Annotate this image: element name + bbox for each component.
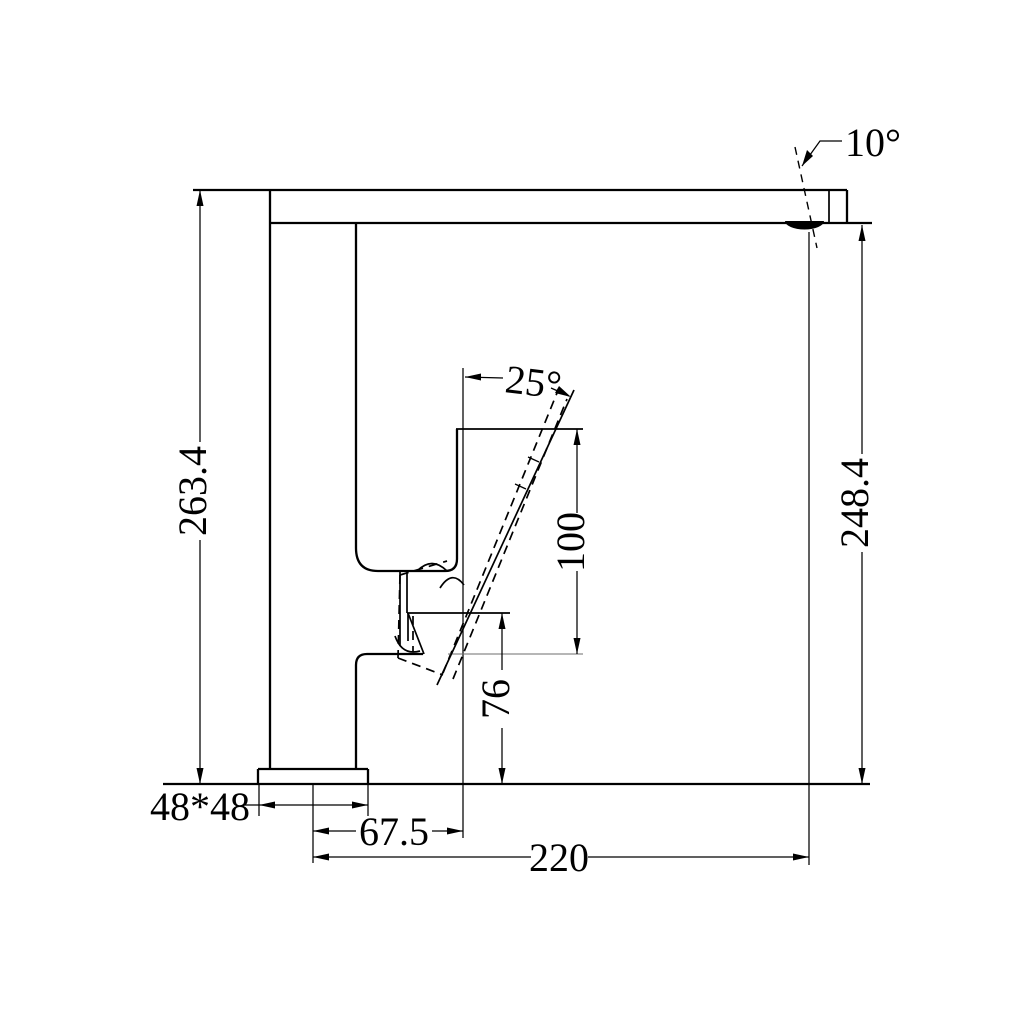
dim-spout-angle: 10° <box>801 120 901 167</box>
base-plate <box>256 767 370 783</box>
dim-base-size: 48*48 <box>150 784 368 829</box>
handle-swing-arc <box>394 635 421 653</box>
aerator-outlet <box>785 221 825 230</box>
arrowhead-leader <box>802 150 813 166</box>
lever-dashed-edge-2 <box>452 398 568 680</box>
arrowhead-left <box>259 801 275 809</box>
dim-spout-reach-label: 220 <box>529 835 589 880</box>
dim-handle-length: 100 <box>548 429 593 654</box>
dim-base-size-label: 48*48 <box>150 784 250 829</box>
lever-dashed-edge-1 <box>442 392 558 674</box>
hidden-lines <box>397 146 818 680</box>
arrowhead-down <box>858 768 866 784</box>
extension-lines <box>258 232 810 865</box>
dim-handle-angle-label: 25° <box>503 356 564 407</box>
arrowhead-right <box>793 853 809 861</box>
arrowhead-right <box>352 801 368 809</box>
arrowhead-up <box>498 613 506 629</box>
body-right-edge <box>354 223 459 573</box>
arrowhead-up <box>573 429 581 445</box>
dim-outlet-height-label: 248.4 <box>832 458 877 548</box>
arrowhead-down <box>196 768 204 784</box>
dim-spout-reach: 220 <box>313 835 809 880</box>
dim-spout-angle-label: 10° <box>845 120 901 165</box>
dim-outlet-height: 248.4 <box>832 225 877 784</box>
handle-envelope-dashed <box>397 560 448 676</box>
handle-cap-tilted <box>439 576 465 589</box>
dim-pivot-height: 76 <box>473 613 518 784</box>
dim-pivot-height-label: 76 <box>473 679 518 719</box>
arrowhead-right <box>555 386 571 397</box>
arrowhead-left <box>313 827 329 835</box>
arrowhead-up <box>196 190 204 206</box>
dim-handle-length-label: 100 <box>548 512 593 572</box>
angle-25-line <box>436 389 575 686</box>
arrowhead-down <box>573 638 581 654</box>
arrowhead-left <box>465 373 481 381</box>
lower-body-edge <box>354 652 423 769</box>
arrowhead-left <box>313 853 329 861</box>
handle-wedge <box>407 612 425 655</box>
lever-notch-marks <box>514 456 540 490</box>
faucet-outline <box>163 188 872 786</box>
dimensions: 263.4 248.4 100 76 48*48 <box>150 120 901 880</box>
dim-overall-height-label: 263.4 <box>170 446 215 536</box>
dim-handle-angle: 25° <box>436 356 575 686</box>
arrowhead-up <box>858 225 866 241</box>
dim-overall-height: 263.4 <box>170 190 215 784</box>
dim-handle-offset: 67.5 <box>313 809 463 854</box>
dim-handle-offset-label: 67.5 <box>359 809 429 854</box>
spout-tilt-dashed-line <box>794 146 818 249</box>
arrowhead-down <box>498 768 506 784</box>
arrowhead-right <box>447 827 463 835</box>
